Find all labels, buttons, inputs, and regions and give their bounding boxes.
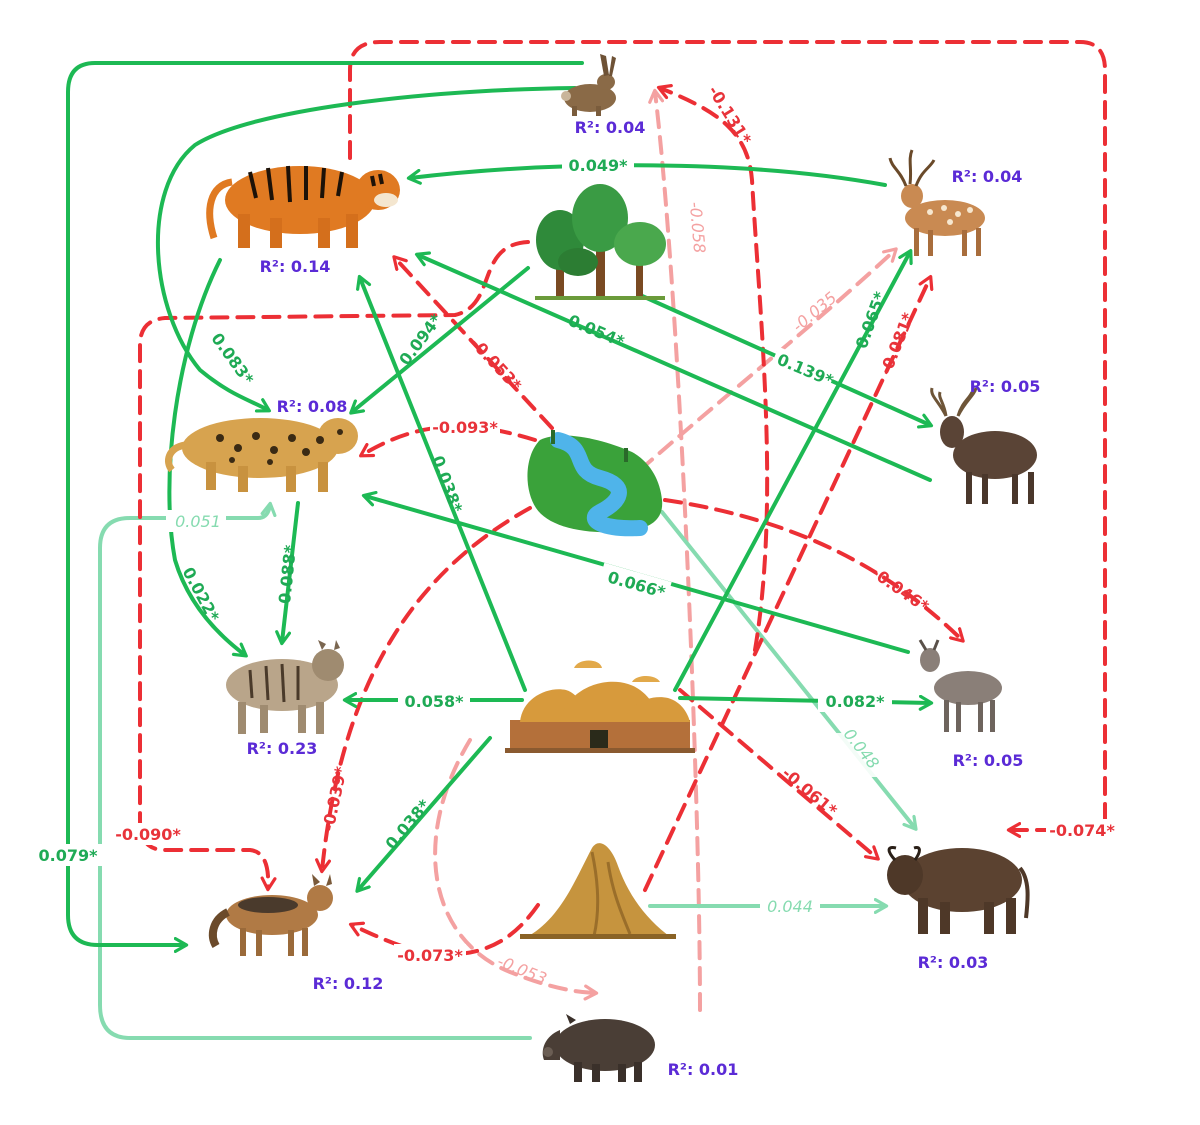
svg-text:-0.058: -0.058 — [686, 201, 709, 254]
svg-text:0.022*: 0.022* — [179, 564, 224, 626]
edge-label-water-tiger: -0.053* — [467, 334, 526, 395]
edge-label-water-leopard: -0.093* — [430, 416, 500, 438]
edge-water-tiger — [392, 255, 554, 430]
edge-village-nilgai — [678, 694, 934, 711]
r2-chital: R²: 0.04 — [952, 167, 1023, 186]
r2-boar: R²: 0.01 — [668, 1060, 739, 1079]
edge-tiger-gaur — [348, 40, 1107, 838]
svg-text:0.139*: 0.139* — [774, 350, 836, 391]
svg-text:0.054*: 0.054* — [565, 311, 627, 352]
edge-boar-leopard — [98, 501, 532, 1040]
svg-text:-0.039*: -0.039* — [319, 764, 351, 833]
edge-label-village-nilgai: 0.082* — [818, 690, 892, 712]
r2-gaur: R²: 0.03 — [918, 953, 989, 972]
river-icon — [527, 430, 663, 537]
stag-icon — [930, 387, 1037, 504]
edge-label-village-jackal: 0.038* — [382, 795, 435, 853]
svg-text:-0.053*: -0.053* — [467, 334, 526, 395]
edge-label-village-hyena: 0.058* — [398, 690, 470, 712]
svg-text:-0.035: -0.035 — [789, 288, 841, 336]
edge-label-sambar-tiger: 0.054* — [565, 311, 627, 352]
jackal-icon — [208, 874, 333, 956]
tiger-icon — [206, 165, 400, 248]
tree-icon — [535, 184, 666, 300]
svg-text:0.088*: 0.088* — [275, 543, 300, 604]
svg-text:-0.074*: -0.074* — [1049, 821, 1115, 840]
edge-hare-jackal — [66, 61, 584, 953]
edge-label-village-tiger: 0.038* — [428, 453, 466, 516]
svg-text:0.044: 0.044 — [767, 897, 813, 916]
edge-label-termite-gaur: 0.044 — [760, 895, 820, 917]
termite-mound-icon — [520, 843, 676, 939]
edge-forest-jackal — [138, 240, 530, 892]
r2-jackal: R²: 0.12 — [313, 974, 384, 993]
nilgai-icon — [918, 639, 1002, 732]
svg-text:0.058*: 0.058* — [405, 692, 465, 711]
edge-label-boar-hare: -0.058 — [686, 201, 709, 254]
edge-boar-hare — [648, 88, 702, 1012]
edge-village-gaur — [678, 688, 880, 861]
edge-label-hare-jackal: 0.079* — [32, 844, 104, 866]
edge-village-tiger — [356, 274, 527, 692]
edge-chital-tiger — [406, 163, 887, 187]
edge-water-nilgai — [663, 498, 965, 643]
edge-label-termite-jackal: -0.073* — [394, 944, 466, 966]
edge-water-jackal — [315, 506, 532, 874]
edge-label-water-jackal: -0.039* — [319, 764, 351, 833]
svg-text:0.065*: 0.065* — [852, 289, 890, 352]
r2-hyena: R²: 0.23 — [247, 739, 318, 758]
edge-label-tiger-hyena: 0.022* — [179, 564, 224, 626]
edge-label-boar-leopard: 0.051 — [166, 510, 226, 532]
r2-tiger: R²: 0.14 — [260, 257, 331, 276]
svg-text:-0.053: -0.053 — [495, 951, 550, 988]
r2-leopard: R²: 0.08 — [277, 397, 348, 416]
r2-hare: R²: 0.04 — [575, 118, 646, 137]
svg-text:-0.061*: -0.061* — [778, 763, 841, 820]
edge-label-nilgai-leopard: 0.066* — [598, 562, 672, 604]
svg-text:0.079*: 0.079* — [39, 846, 99, 865]
edge-village-jackal — [355, 736, 492, 893]
svg-text:0.082*: 0.082* — [826, 692, 886, 711]
edge-label-village-gaur: -0.061* — [778, 763, 841, 820]
hyena-icon — [226, 640, 344, 734]
edge-label-forest-leopard: 0.094* — [395, 310, 446, 369]
edge-termite-chital — [643, 274, 934, 892]
edge-village-chital — [673, 248, 913, 692]
gaur-icon — [887, 846, 1030, 934]
edge-sambar-tiger — [414, 251, 932, 482]
svg-text:-0.073*: -0.073* — [397, 946, 463, 965]
edge-label-leopard-hyena: 0.088* — [275, 543, 300, 604]
edge-leopard-hyena — [275, 501, 300, 646]
edge-label-tiger-gaur: -0.074* — [1046, 819, 1118, 841]
svg-text:0.049*: 0.049* — [569, 156, 629, 175]
svg-text:-0.081*: -0.081* — [876, 309, 918, 378]
edge-hare-chital — [656, 84, 770, 652]
svg-text:-0.090*: -0.090* — [115, 825, 181, 844]
edge-label-water-chital: -0.035 — [789, 288, 841, 336]
svg-text:0.038*: 0.038* — [428, 453, 466, 516]
spotted-deer-icon — [888, 149, 985, 256]
edge-label-chital-tiger: 0.049* — [562, 154, 634, 176]
edge-water-chital — [638, 247, 898, 472]
huts-icon — [505, 660, 695, 753]
edge-hare-leopard — [155, 86, 577, 413]
r2-nilgai: R²: 0.05 — [953, 751, 1024, 770]
svg-text:0.038*: 0.038* — [382, 795, 435, 853]
edge-label-water-gaur: 0.048 — [834, 725, 883, 777]
edge-label-forest-sambar: 0.139* — [770, 346, 837, 392]
r2-sambar: R²: 0.05 — [970, 377, 1041, 396]
edge-village-boar — [433, 738, 599, 1001]
svg-text:0.051: 0.051 — [175, 512, 221, 531]
edge-label-village-chital: 0.065* — [852, 289, 890, 352]
edge-label-forest-jackal: -0.090* — [112, 823, 184, 845]
leopard-icon — [165, 418, 358, 492]
edge-label-village-boar: -0.053 — [495, 951, 550, 988]
edge-label-water-nilgai: -0.046* — [868, 563, 933, 617]
edge-label-termite-chital: -0.081* — [876, 309, 918, 378]
svg-text:-0.093*: -0.093* — [432, 418, 498, 437]
svg-text:-0.046*: -0.046* — [868, 563, 933, 617]
hare-icon — [561, 54, 616, 116]
wild-boar-icon — [542, 1014, 655, 1082]
